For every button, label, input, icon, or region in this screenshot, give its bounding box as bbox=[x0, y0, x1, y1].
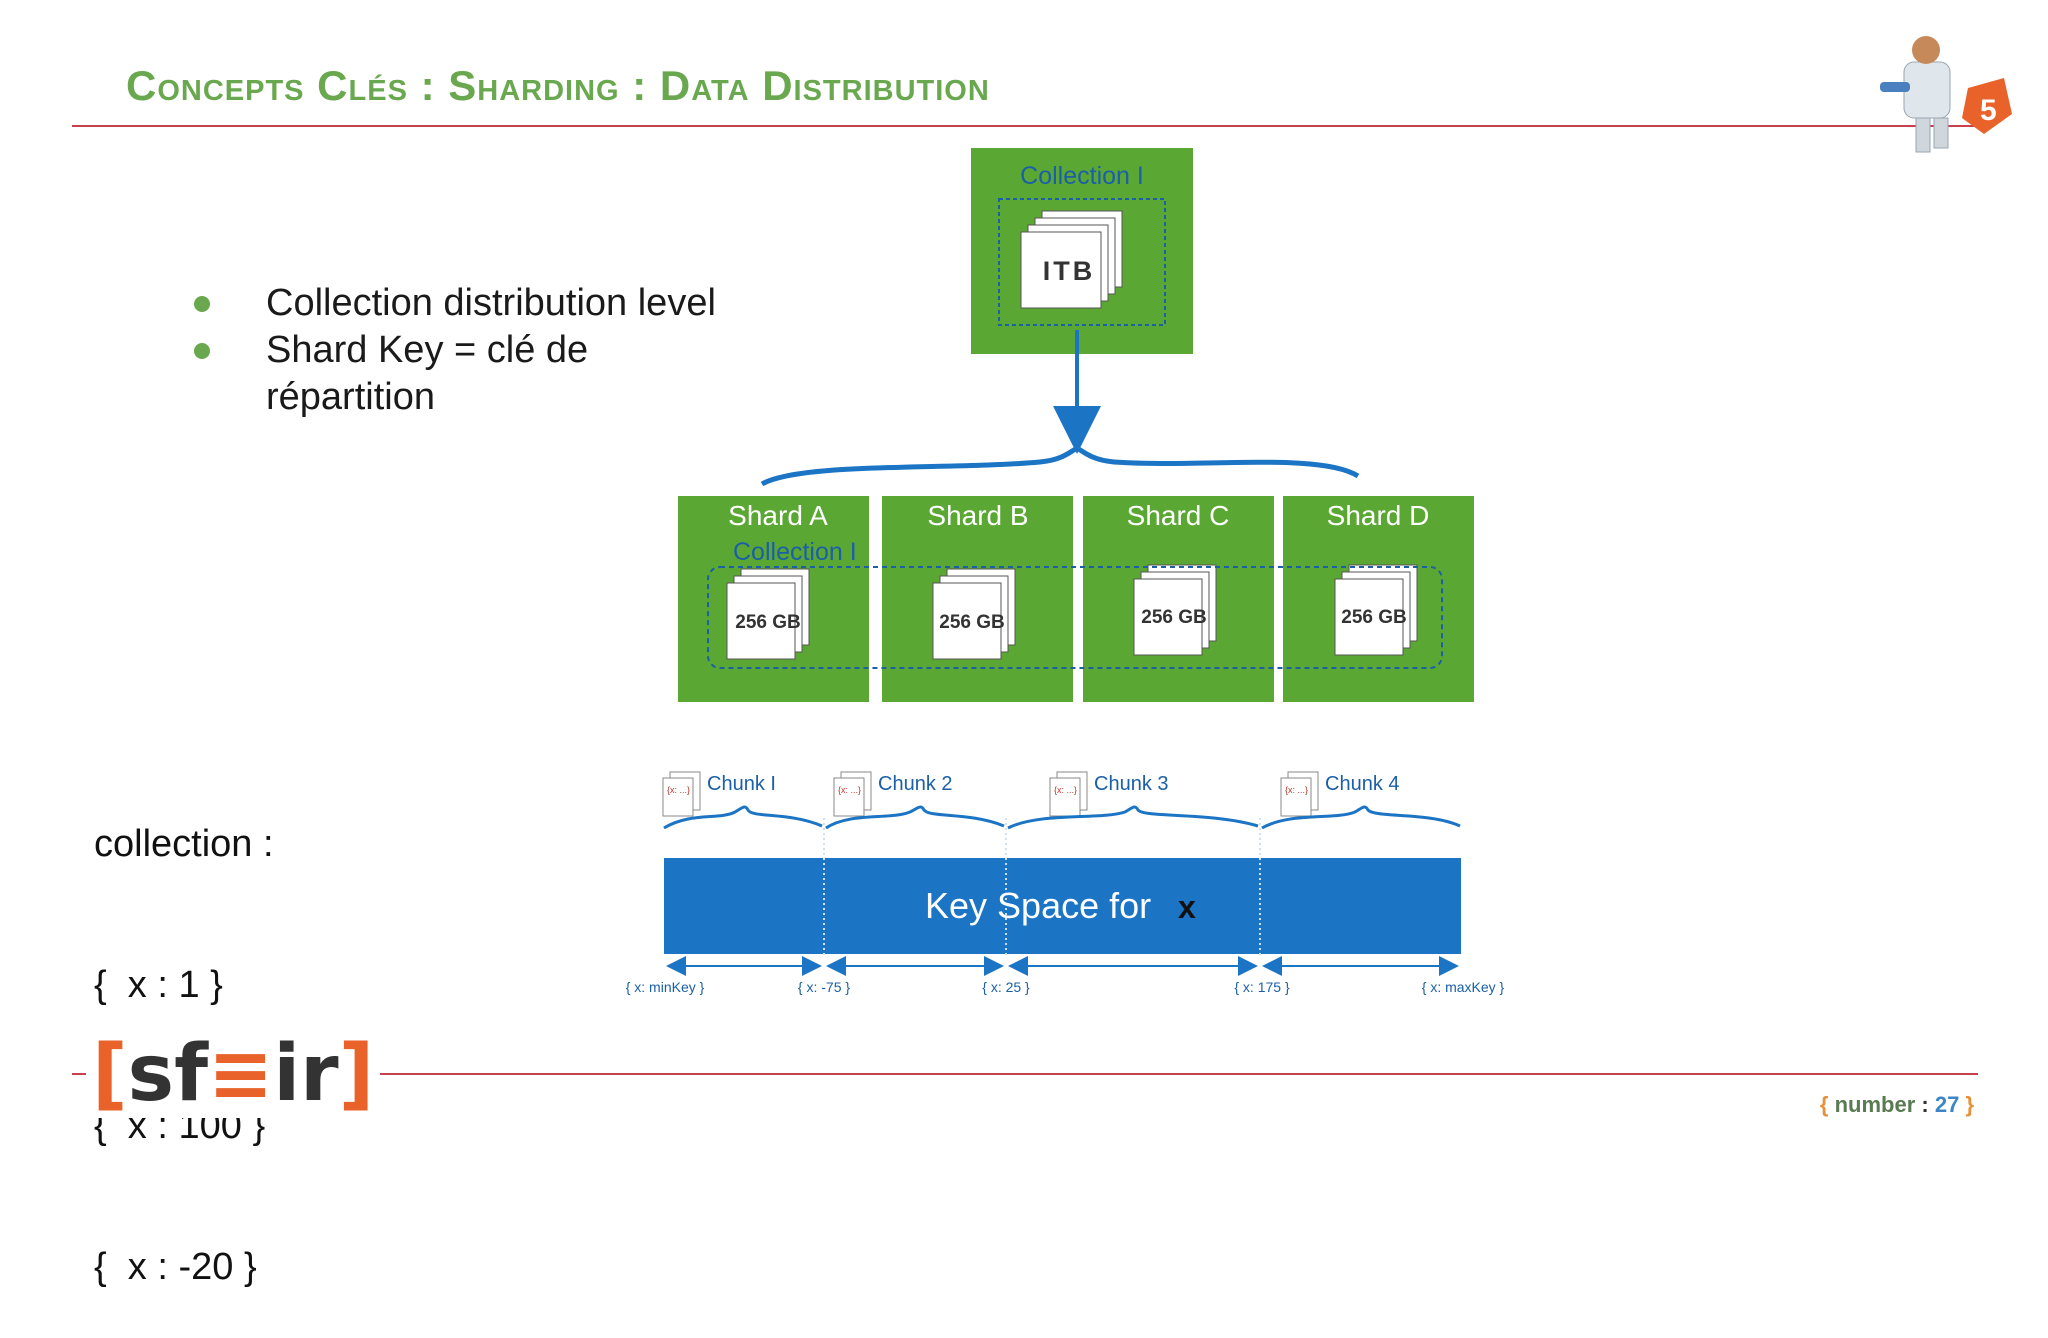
shard-box-a: Shard A 256 GB bbox=[678, 496, 869, 702]
svg-text:{x: ...}: {x: ...} bbox=[1054, 785, 1077, 795]
key-bound-label: { x: minKey } bbox=[626, 979, 705, 995]
collection-line: { x : 1 } bbox=[94, 964, 223, 1006]
mascot-illustration: 5 bbox=[1880, 36, 2012, 153]
shard-label: Shard C bbox=[1127, 500, 1230, 531]
shard-size: 256 GB bbox=[1141, 607, 1206, 628]
sharding-diagram: Collection I ITB Shard A 256 GB Shard B … bbox=[626, 148, 1505, 995]
key-bound-label: { x: 175 } bbox=[1234, 979, 1290, 995]
bullet-text: Shard Key = clé de répartition bbox=[266, 329, 589, 418]
shard-box-d: Shard D 256 GB bbox=[1283, 496, 1474, 702]
key-bound-label: { x: 25 } bbox=[982, 979, 1030, 995]
collection-line: collection : bbox=[94, 823, 274, 865]
document-stack-icon bbox=[1020, 210, 1123, 309]
slide-title: Concepts Clés : Sharding : Data Distribu… bbox=[126, 62, 990, 109]
shard-label: Shard D bbox=[1327, 500, 1430, 531]
shard-box-b: Shard B 256 GB bbox=[882, 496, 1073, 702]
collection-line: { x : -20 } bbox=[94, 1246, 257, 1288]
svg-text:{x: ...}: {x: ...} bbox=[667, 785, 690, 795]
bullet-item: Collection distribution level bbox=[190, 280, 786, 327]
key-space-label: Key Space for bbox=[925, 885, 1151, 926]
chunk-2: {x: ...} Chunk 2 bbox=[833, 771, 953, 817]
key-bound-label: { x: maxKey } bbox=[1422, 979, 1505, 995]
chunk-4: {x: ...} Chunk 4 bbox=[1280, 771, 1400, 817]
svg-text:{x: ...}: {x: ...} bbox=[838, 785, 861, 795]
chunk-3: {x: ...} Chunk 3 bbox=[1049, 771, 1169, 817]
bullet-list: Collection distribution level Shard Key … bbox=[190, 280, 786, 421]
page-number: { number : 27 } bbox=[1819, 1092, 1974, 1117]
key-space-variable: x bbox=[1178, 889, 1196, 925]
svg-text:5: 5 bbox=[1980, 94, 1997, 127]
shard-box-c: Shard C 256 GB bbox=[1083, 496, 1274, 702]
bullet-dot bbox=[194, 296, 210, 312]
chunk-label: Chunk 2 bbox=[878, 773, 953, 795]
shard-label: Shard A bbox=[728, 500, 828, 531]
chunk-1: {x: ...} Chunk I bbox=[662, 771, 776, 817]
distributed-collection-label: Collection I bbox=[733, 538, 857, 566]
bullet-dot bbox=[194, 343, 210, 359]
bullet-text: Collection distribution level bbox=[266, 282, 716, 324]
distributed-collection-outline bbox=[707, 566, 1443, 669]
collection-label: Collection I bbox=[1020, 162, 1144, 190]
chunk-brace bbox=[825, 805, 1005, 830]
chunk-brace bbox=[663, 805, 823, 830]
chunk-brace bbox=[1007, 805, 1259, 830]
key-bound-label: { x: -75 } bbox=[798, 979, 850, 995]
svg-text:{x: ...}: {x: ...} bbox=[1285, 785, 1308, 795]
chunk-label: Chunk 4 bbox=[1325, 773, 1400, 795]
bullet-item: Shard Key = clé de répartition bbox=[190, 327, 786, 421]
shard-label: Shard B bbox=[927, 500, 1028, 531]
chunk-label: Chunk 3 bbox=[1094, 773, 1169, 795]
collection-size: ITB bbox=[1043, 256, 1096, 286]
shard-size: 256 GB bbox=[1341, 607, 1406, 628]
chunk-label: Chunk I bbox=[707, 773, 776, 795]
html5-shield-icon: 5 bbox=[1962, 78, 2012, 134]
shard-size: 256 GB bbox=[735, 612, 800, 633]
shard-size: 256 GB bbox=[939, 612, 1004, 633]
shard-brace bbox=[760, 445, 1360, 487]
footer-divider bbox=[72, 1073, 1978, 1075]
chunk-brace bbox=[1261, 805, 1461, 830]
sfeir-logo: [sf≡ir] bbox=[86, 1030, 381, 1118]
collection-box: Collection I ITB bbox=[971, 148, 1193, 354]
key-space-bar: Key Space for x bbox=[664, 818, 1461, 958]
title-divider bbox=[72, 125, 1978, 127]
